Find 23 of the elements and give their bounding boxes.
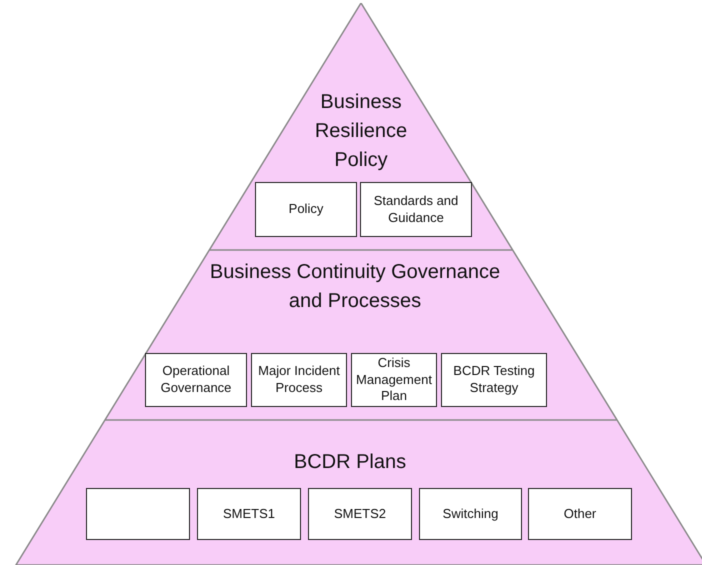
item-box — [197, 488, 301, 540]
item-box — [255, 182, 357, 237]
item-label: Operational Governance — [160, 363, 232, 397]
item-label: Major Incident Process — [257, 363, 341, 397]
item-label: BCDR Testing Strategy — [452, 363, 536, 397]
tier-title: BCDR Plans — [292, 450, 408, 475]
item-label: SMETS2 — [334, 506, 386, 522]
item-label: Policy — [288, 201, 324, 218]
item-label: Other — [564, 506, 596, 522]
tier-title: Business Resilience Policy — [314, 90, 408, 173]
item-box — [360, 182, 472, 237]
item-label: Crisis Management Plan — [355, 354, 433, 406]
item-box — [528, 488, 632, 540]
item-box — [251, 353, 347, 407]
item-label: SMETS1 — [222, 506, 275, 522]
item-box — [419, 488, 522, 540]
item-box — [308, 488, 412, 540]
item-label: Switching — [442, 506, 498, 522]
tier-title: Business Continuity Governance and Processes — [208, 260, 502, 314]
item-label: Standards and Guidance — [372, 192, 460, 226]
item-box — [86, 488, 190, 540]
item-box — [441, 353, 547, 407]
item-box — [145, 353, 247, 407]
